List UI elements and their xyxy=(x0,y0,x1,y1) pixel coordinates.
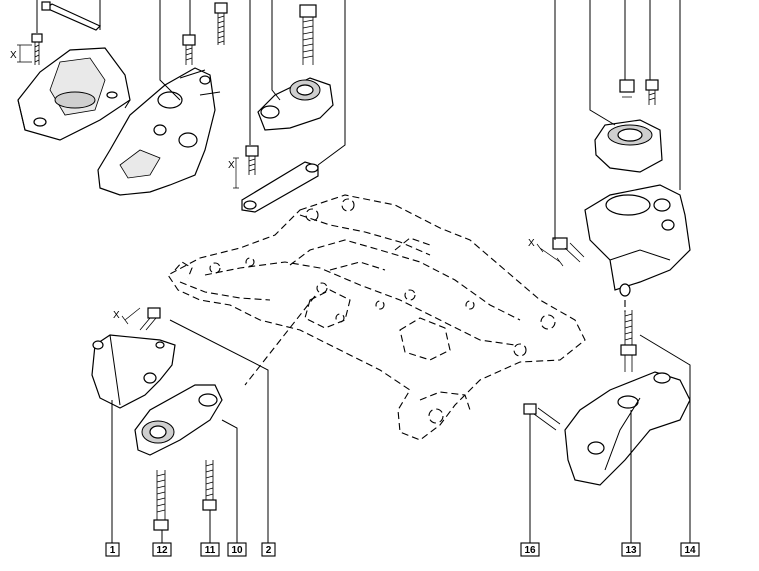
top-left-engine-mount xyxy=(17,47,131,141)
subframe xyxy=(167,194,586,441)
callout-12: 12 xyxy=(152,542,172,557)
callout-10: 10 xyxy=(227,542,247,557)
callout-1: 1 xyxy=(105,542,120,557)
dimension-x-lower-left: X xyxy=(113,307,141,325)
torque-rod-lower xyxy=(134,384,223,456)
dimension-x-label: X xyxy=(113,310,120,321)
dimension-x-top-left: X xyxy=(10,44,32,63)
bolt-lower-12 xyxy=(153,470,169,531)
bolt-right-x xyxy=(552,237,585,263)
callout-label: 13 xyxy=(625,545,637,556)
torque-rod-top xyxy=(257,77,334,131)
bolt-link-arm-x xyxy=(245,145,259,175)
bolt-lower-left-x xyxy=(139,307,161,331)
callout-label: 16 xyxy=(524,545,536,556)
dimension-x-mid: X xyxy=(228,157,239,189)
dimension-x-label: X xyxy=(10,50,17,61)
callout-label: 12 xyxy=(156,545,168,556)
link-arm-top xyxy=(241,161,319,213)
callout-11: 11 xyxy=(200,542,220,557)
callout-14: 14 xyxy=(680,542,700,557)
callout-label: 14 xyxy=(684,545,696,556)
callout-label: 10 xyxy=(231,545,243,556)
engine-bracket-center-left xyxy=(97,67,221,196)
callout-13: 13 xyxy=(621,542,641,557)
leader-lines xyxy=(36,0,691,543)
bracket-right-lower xyxy=(564,371,691,486)
bolt-lower-11 xyxy=(202,460,217,511)
bolt-right-top xyxy=(645,79,659,105)
bolt-long-top-left xyxy=(41,1,102,31)
bolt-right-16 xyxy=(523,403,561,431)
callout-label: 2 xyxy=(266,545,272,556)
bolt-bracket-top xyxy=(182,34,196,65)
dimension-x-label: X xyxy=(528,238,535,249)
dimension-x-label: X xyxy=(228,160,235,171)
callout-16: 16 xyxy=(520,542,540,557)
stud-right xyxy=(620,310,637,372)
callout-label: 1 xyxy=(110,545,116,556)
bracket-lower-left xyxy=(91,334,176,409)
bracket-right-upper xyxy=(584,184,691,297)
nut-right xyxy=(619,79,635,98)
bolt-center-top xyxy=(214,2,228,45)
dimension-x-right: X xyxy=(528,238,564,267)
callout-label: 11 xyxy=(205,545,216,556)
bolt-top-left-x xyxy=(31,33,43,65)
mount-rubber-right xyxy=(594,119,663,173)
callout-2: 2 xyxy=(261,542,276,557)
bolt-top-center-long xyxy=(299,4,317,65)
